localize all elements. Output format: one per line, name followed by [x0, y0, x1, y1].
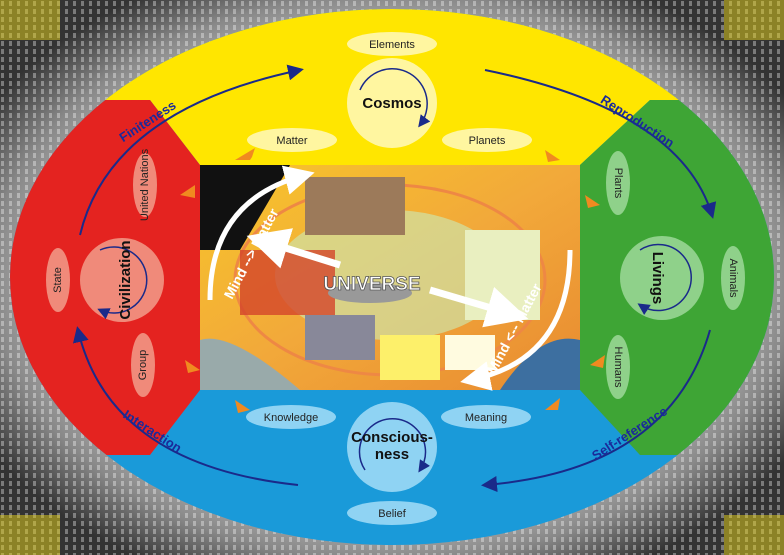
group-label: Group	[137, 350, 149, 381]
livings-title: Livings	[649, 252, 666, 305]
knowledge-label: Knowledge	[264, 412, 318, 424]
civilization-title: Civilization	[117, 240, 134, 319]
universe-label: UNIVERSE	[323, 274, 420, 295]
planets-label: Planets	[469, 135, 506, 147]
meaning-label: Meaning	[465, 412, 507, 424]
animals-label: Animals	[727, 258, 739, 298]
universe-image: UNIVERSE Mind --> Matter Mind <-- Matter	[200, 165, 580, 391]
elements-label: Elements	[369, 39, 415, 51]
consciousness-title-line1: Conscious-	[351, 429, 433, 446]
livings-node: Livings Plants Animals Humans	[606, 151, 745, 399]
state-label: State	[52, 267, 64, 293]
consciousness-title-line2: ness	[375, 446, 409, 463]
plants-label: Plants	[612, 168, 624, 199]
matter-label: Matter	[276, 135, 308, 147]
civilization-node: Civilization United Nations State Group	[46, 148, 164, 397]
cycle-arrows	[72, 64, 717, 492]
cosmos-title: Cosmos	[362, 95, 421, 112]
consciousness-node: Conscious- ness Knowledge Meaning Belief	[246, 402, 531, 525]
humans-label: Humans	[612, 347, 624, 388]
united-nations-label: United Nations	[139, 148, 151, 221]
cosmos-node: Cosmos Elements Matter Planets	[247, 32, 532, 152]
belief-label: Belief	[378, 508, 406, 520]
connector-arrows	[180, 148, 605, 413]
